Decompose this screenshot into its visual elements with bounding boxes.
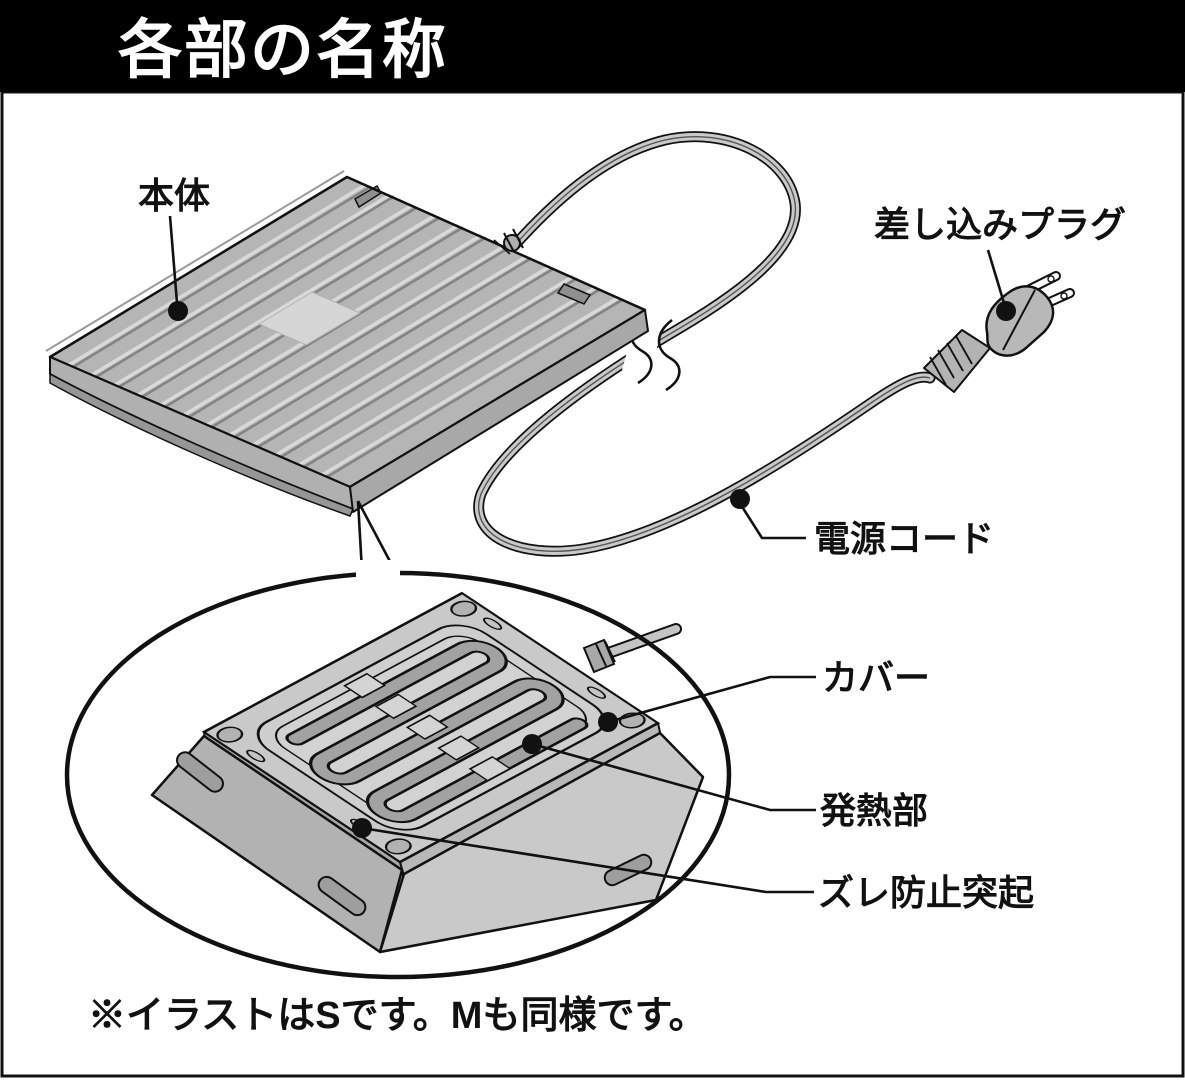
plug-boot — [923, 329, 991, 393]
label-anti-slip: ズレ防止突起 — [818, 872, 1035, 913]
panel-ribs — [67, 183, 624, 479]
label-main-body: 本体 — [138, 175, 210, 216]
leader-dots — [168, 301, 1016, 838]
leader-lines — [168, 215, 1006, 894]
header-bar: 各部の名称 — [0, 0, 1185, 92]
label-cover: カバー — [822, 657, 930, 698]
label-heating-part: 発熱部 — [820, 790, 928, 831]
inset-magnified-view — [64, 560, 732, 980]
tube-bridge-tabs — [343, 672, 512, 782]
page-title: 各部の名称 — [118, 14, 448, 86]
footer-note: ※イラストはSです。Mも同様です。 — [88, 995, 707, 1037]
main-body-illustration — [45, 170, 649, 517]
header-background — [0, 0, 1185, 92]
magnifier-callout-lines — [356, 500, 396, 572]
panel-notch — [556, 283, 592, 305]
power-cord-illustration — [473, 131, 936, 557]
cord-connector — [493, 228, 524, 255]
inset-cord-stub — [582, 623, 682, 674]
inset-cover-plate — [201, 591, 661, 864]
label-plug: 差し込みプラグ — [874, 204, 1126, 245]
panel-label-patch — [257, 291, 362, 346]
inset-base-right — [378, 731, 705, 954]
label-power-cord: 電源コード — [814, 518, 994, 559]
